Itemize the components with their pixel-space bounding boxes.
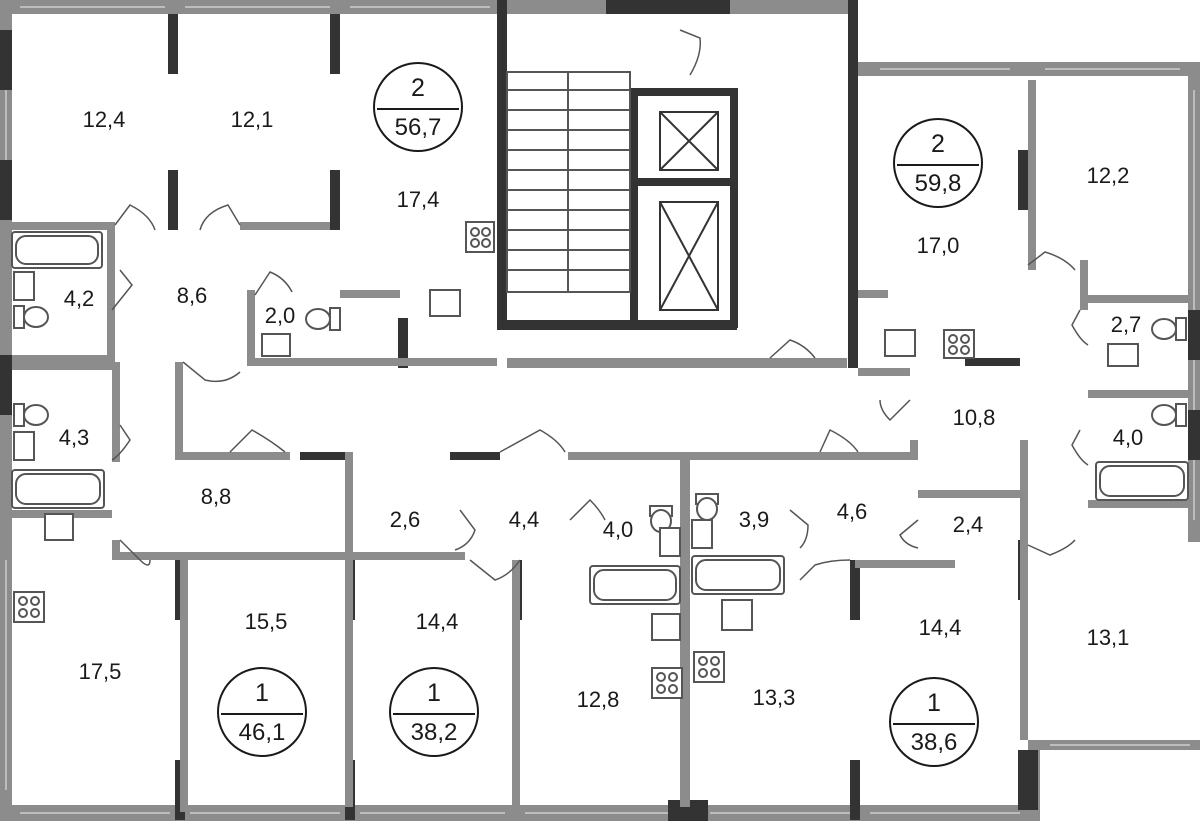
apartment-badge: 1 46,1	[217, 667, 307, 757]
stairs-icon	[506, 71, 631, 293]
room-area: 8,8	[200, 484, 232, 509]
room-area: 17,0	[916, 233, 960, 258]
elevator-icon	[659, 111, 719, 311]
badge-divider	[393, 713, 475, 715]
room-area: 15,5	[244, 609, 288, 634]
room-area: 2,7	[1110, 312, 1142, 337]
room-area: 8,6	[176, 283, 208, 308]
room-area: 4,0	[602, 517, 634, 542]
room-area: 12,1	[230, 107, 274, 132]
room-area: 13,1	[1086, 625, 1130, 650]
room-area: 12,2	[1086, 163, 1130, 188]
room-area: 2,0	[264, 303, 296, 328]
room-area: 4,4	[508, 507, 540, 532]
apartment-rooms: 1	[427, 679, 441, 707]
room-area: 14,4	[415, 609, 459, 634]
stove-icon	[13, 221, 975, 699]
apartment-rooms: 1	[255, 679, 269, 707]
room-area: 17,4	[396, 187, 440, 212]
room-area: 4,0	[1112, 425, 1144, 450]
sink-icon	[13, 271, 1139, 641]
apartment-area: 38,6	[910, 729, 958, 756]
apartment-badge: 1 38,6	[889, 677, 979, 767]
badge-divider	[897, 164, 979, 166]
apartment-badge: 1 38,2	[389, 667, 479, 757]
room-area: 4,3	[58, 425, 90, 450]
room-area: 12,8	[576, 687, 620, 712]
room-area: 4,6	[836, 499, 868, 524]
apartment-badge: 2 56,7	[373, 62, 463, 152]
room-area: 13,3	[752, 685, 796, 710]
apartment-rooms: 1	[927, 689, 941, 717]
room-area: 14,4	[918, 615, 962, 640]
badge-divider	[377, 108, 459, 110]
apartment-area: 59,8	[914, 170, 962, 197]
room-area: 4,2	[63, 286, 95, 311]
room-area: 2,6	[389, 507, 421, 532]
apartment-badge: 2 59,8	[893, 118, 983, 208]
room-area: 3,9	[738, 507, 770, 532]
badge-divider	[893, 723, 975, 725]
apartment-area: 46,1	[238, 719, 286, 746]
room-area: 2,4	[952, 512, 984, 537]
windows	[5, 6, 1195, 814]
partitions	[12, 80, 1188, 812]
apartment-rooms: 2	[411, 74, 425, 102]
apartment-rooms: 2	[931, 130, 945, 158]
apartment-area: 56,7	[394, 114, 442, 141]
room-area: 17,5	[78, 659, 122, 684]
badge-divider	[221, 713, 303, 715]
room-area: 10,8	[952, 405, 996, 430]
room-area: 12,4	[82, 107, 126, 132]
toilet-icon	[13, 305, 1187, 533]
apartment-area: 38,2	[410, 719, 458, 746]
door-swing-icon	[111, 29, 1089, 581]
bathtub-icon	[11, 231, 1189, 605]
